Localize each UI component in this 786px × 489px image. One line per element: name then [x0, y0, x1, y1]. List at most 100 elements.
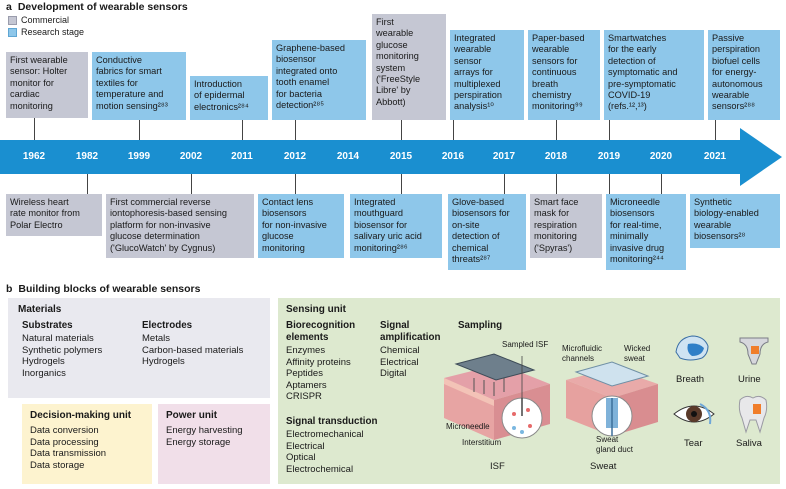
decision-title: Decision-making unit: [30, 410, 132, 421]
year-label: 2002: [179, 151, 203, 162]
milestone-line: monitor for: [10, 77, 54, 88]
milestone-line: biosensors for: [452, 208, 510, 219]
milestone-line: Conductive: [96, 55, 142, 65]
milestone-line: Abbott): [376, 96, 406, 107]
saliva-icon: [738, 395, 768, 434]
milestone-line: for real-time,: [610, 219, 662, 230]
year-label: 2021: [703, 151, 727, 162]
milestone-line: Polar Electro: [10, 219, 63, 230]
milestone-line: perspiration: [454, 90, 503, 101]
power-item: Energy harvesting: [166, 425, 243, 436]
milestone-line: biosensors: [262, 208, 307, 219]
heading-line: amplification: [380, 331, 441, 343]
transduction-title: Signal transduction: [286, 416, 378, 427]
heading-line: Signal: [380, 320, 410, 331]
milestone-line: iontophoresis-based sensing: [110, 208, 227, 219]
electrodes-list: Metals Carbon-based materials Hydrogels: [142, 333, 243, 368]
substrate-item: Natural materials: [22, 333, 94, 344]
milestone-line: biofuel cells: [712, 55, 761, 66]
milestone-line: on-site: [452, 219, 480, 230]
milestone-2012-bottom: Contact lens biosensors for non-invasive…: [258, 194, 344, 258]
year-label: 1962: [22, 151, 46, 162]
power-title: Power unit: [166, 410, 218, 421]
milestone-line: monitoring: [262, 242, 305, 253]
milestone-line: Passive: [712, 33, 745, 43]
year-label: 2016: [441, 151, 465, 162]
electrode-item: Hydrogels: [142, 356, 185, 368]
urine-icon: [739, 337, 769, 365]
saliva-label: Saliva: [736, 438, 762, 449]
milestone-line: multiplexed: [454, 78, 501, 89]
milestone-line: wearable: [376, 28, 414, 39]
milestone-line: rate monitor from: [10, 208, 80, 219]
milestone-line: detection²⁸⁵: [276, 100, 325, 111]
tear-icon: [673, 403, 715, 425]
milestone-line: cardiac: [10, 89, 40, 100]
connector-line: [556, 120, 557, 140]
biorecognition-list: Enzymes Affinity proteins Peptides Aptam…: [286, 345, 351, 403]
milestone-line: Paper-based: [532, 33, 585, 43]
substrates-list: Natural materials Synthetic polymers Hyd…: [22, 333, 102, 379]
sensing-panel: Sensing unit Biorecognition elements Enz…: [278, 298, 780, 484]
milestone-2011: Introduction of epidermal electronics²⁸⁴: [190, 76, 268, 120]
label-line: gland duct: [596, 444, 633, 454]
decision-item: Data storage: [30, 459, 85, 471]
milestone-line: breath: [532, 78, 559, 89]
amplification-list: Chemical Electrical Digital: [380, 345, 420, 380]
biorecognition-item: CRISPR: [286, 391, 322, 403]
sensing-title: Sensing unit: [286, 304, 346, 315]
milestone-line: invasive drug: [610, 242, 665, 253]
year-label: 2019: [597, 151, 621, 162]
heading-line: Biorecognition: [286, 320, 356, 331]
milestone-line: Smart face: [534, 197, 579, 207]
milestone-1982: Wireless heart rate monitor from Polar E…: [6, 194, 102, 236]
milestone-line: monitoring: [534, 231, 577, 242]
interstitium-label: Interstitium: [462, 438, 502, 447]
milestone-2020-bottom: Synthetic biology-enabled wearable biose…: [690, 194, 780, 248]
milestone-line: sensors for: [532, 55, 578, 66]
section-b-letter: b: [6, 283, 13, 295]
biorecognition-item: Aptamers: [286, 379, 327, 391]
section-a-letter: a: [6, 1, 12, 13]
milestone-line: tooth enamel: [276, 77, 330, 88]
milestone-2014: First wearable glucose monitoring system…: [372, 14, 446, 120]
connector-line: [34, 118, 35, 140]
milestone-line: biology-enabled: [694, 208, 759, 219]
milestone-line: chemical: [452, 242, 489, 253]
legend: Commercial Research stage: [8, 14, 84, 38]
milestone-line: glucose determination: [110, 231, 200, 242]
decision-item: Data conversion: [30, 425, 99, 436]
milestone-line: detection of: [452, 231, 500, 242]
milestone-line: fabrics for smart: [96, 66, 162, 77]
year-label: 1982: [75, 151, 99, 162]
legend-research-label: Research stage: [21, 27, 85, 37]
urine-label: Urine: [738, 374, 761, 385]
milestone-1962: First wearable sensor: Holter monitor fo…: [6, 52, 88, 118]
milestone-line: biosensor: [276, 54, 316, 65]
commercial-swatch: [8, 15, 17, 25]
sampling-title: Sampling: [458, 320, 503, 331]
transduction-list: Electromechanical Electrical Optical Ele…: [286, 429, 364, 475]
heading-line: elements: [286, 331, 329, 343]
connector-line: [715, 120, 716, 140]
connector-line: [401, 174, 402, 194]
milestone-line: pre-symptomatic: [608, 78, 676, 89]
biorecognition-title: Biorecognition elements: [286, 320, 355, 343]
milestone-line: Synthetic: [694, 197, 732, 207]
milestone-line: Glove-based: [452, 197, 505, 207]
connector-line: [191, 174, 192, 194]
milestone-line: analysis¹⁰: [454, 101, 494, 112]
amplification-item: Digital: [380, 368, 407, 380]
electrode-item: Metals: [142, 333, 170, 344]
milestone-line: motion sensing²⁸³: [96, 100, 168, 111]
milestone-2018-bottom: Smart face mask for respiration monitori…: [530, 194, 602, 258]
connector-line: [401, 120, 402, 140]
connector-line: [661, 174, 662, 194]
label-line: sweat: [624, 353, 645, 363]
amplification-item: Electrical: [380, 356, 419, 368]
milestone-line: wearable: [454, 44, 492, 55]
milestone-line: monitoring: [376, 51, 419, 62]
section-b-text: Building blocks of wearable sensors: [18, 283, 201, 295]
milestone-2019-bottom: Microneedle biosensors for real-time, mi…: [606, 194, 686, 270]
